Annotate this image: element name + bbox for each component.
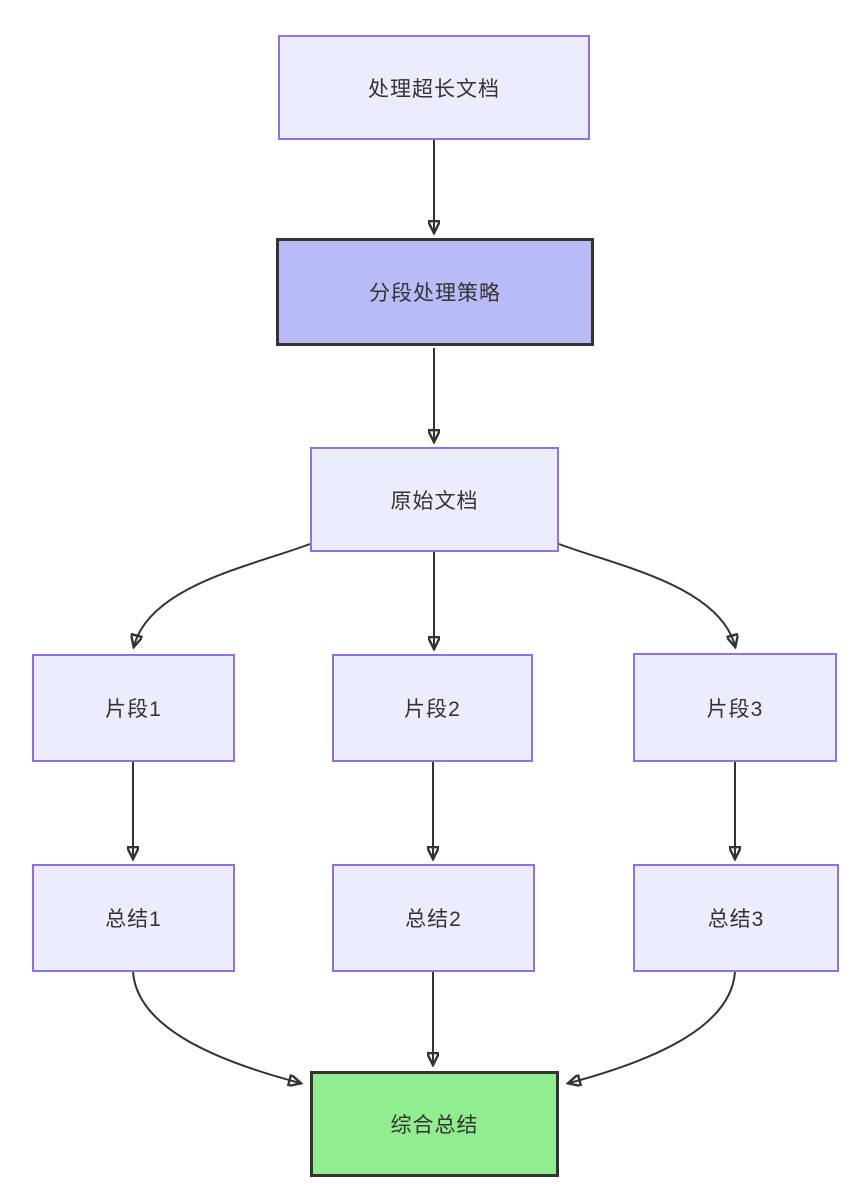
node-original-document: 原始文档 <box>310 447 559 552</box>
node-process-long-document: 处理超长文档 <box>278 35 590 140</box>
edge-sum3-to-final <box>569 971 736 1083</box>
node-summary-3: 总结3 <box>633 864 839 972</box>
edge-original-to-frag1 <box>134 543 311 646</box>
node-fragment-3: 片段3 <box>633 653 837 762</box>
edge-original-to-frag3 <box>558 543 735 646</box>
node-fragment-1: 片段1 <box>32 654 235 762</box>
node-summary-2: 总结2 <box>332 864 535 972</box>
node-summary-1: 总结1 <box>32 864 235 972</box>
edge-sum1-to-final <box>132 971 300 1083</box>
node-combined-summary: 综合总结 <box>310 1071 559 1177</box>
node-segmentation-strategy: 分段处理策略 <box>276 238 594 346</box>
node-fragment-2: 片段2 <box>332 654 533 762</box>
